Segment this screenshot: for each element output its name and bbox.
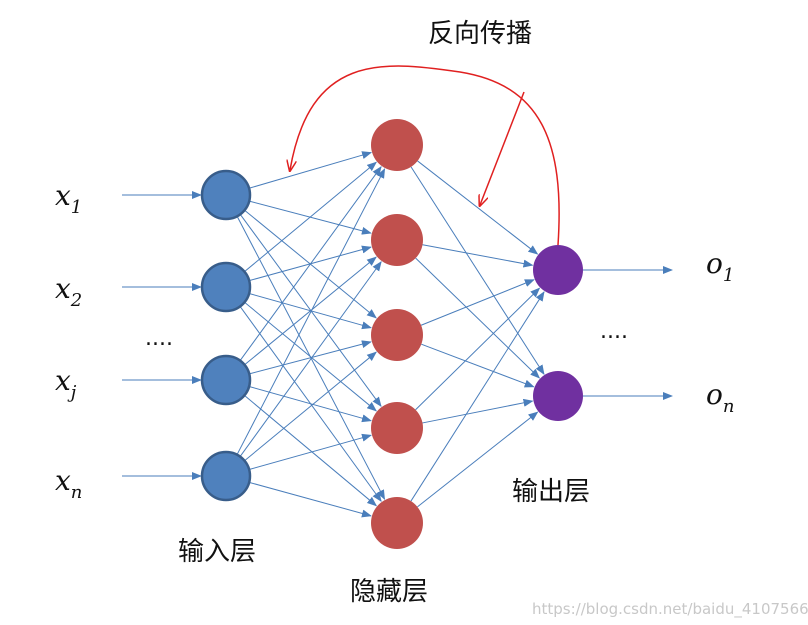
input-label-2: x2	[55, 272, 82, 311]
input-node-4	[200, 450, 252, 502]
connection-h4-o2	[422, 398, 534, 424]
output-label-n: on	[706, 378, 734, 417]
input-node-2	[200, 261, 252, 313]
connection-in3-h2	[244, 256, 377, 366]
output-node-2	[533, 371, 583, 421]
connections-layer	[122, 151, 673, 518]
connection-h4-o1	[415, 287, 541, 411]
connection-in4-h4	[248, 433, 372, 470]
connection-h3-o1	[420, 279, 535, 326]
output-ellipsis: ....	[600, 319, 628, 344]
connection-h1-o2	[410, 166, 545, 375]
connection-in4-h1	[236, 168, 386, 455]
input-label-1: x1	[55, 179, 82, 218]
hidden-node-2	[371, 214, 423, 266]
connection-in2-h1	[244, 161, 377, 273]
output-node-1	[533, 245, 583, 295]
hidden-layer-label: 隐藏层	[350, 577, 428, 607]
backprop-arrow-to-connections	[480, 91, 525, 205]
nodes-layer	[200, 119, 583, 549]
output-layer-label: 输出层	[512, 477, 590, 507]
hidden-node-4	[371, 402, 423, 454]
backprop-arrow-to-hidden	[290, 65, 560, 246]
connection-in3-h1	[239, 166, 382, 361]
input-node-3	[200, 354, 252, 406]
input-layer-label: 输入层	[178, 537, 256, 567]
connection-in4-h2	[239, 261, 382, 457]
output-label-1: o1	[706, 247, 734, 286]
connection-in1-h1	[248, 151, 373, 189]
input-ellipsis: ....	[145, 326, 173, 351]
input-label-j: xj	[55, 364, 77, 403]
connection-h5-o2	[417, 411, 539, 508]
backprop-label: 反向传播	[428, 19, 532, 49]
connection-in3-h3	[249, 340, 372, 375]
connection-h3-o2	[421, 343, 535, 388]
watermark: https://blog.csdn.net/baidu_41075661	[532, 600, 808, 619]
connection-h5-o1	[410, 291, 545, 502]
hidden-node-1	[371, 119, 423, 171]
connection-h1-o1	[417, 160, 539, 255]
input-node-1	[200, 169, 252, 221]
connection-in2-h4	[244, 301, 377, 412]
hidden-node-3	[371, 309, 423, 361]
connection-in3-h5	[244, 395, 378, 507]
hidden-node-5	[371, 497, 423, 549]
connection-h2-o1	[422, 244, 534, 268]
connection-h2-o2	[415, 257, 541, 379]
input-label-n: xn	[55, 464, 82, 503]
connection-in4-h3	[244, 351, 377, 462]
connection-in4-h5	[249, 481, 372, 518]
